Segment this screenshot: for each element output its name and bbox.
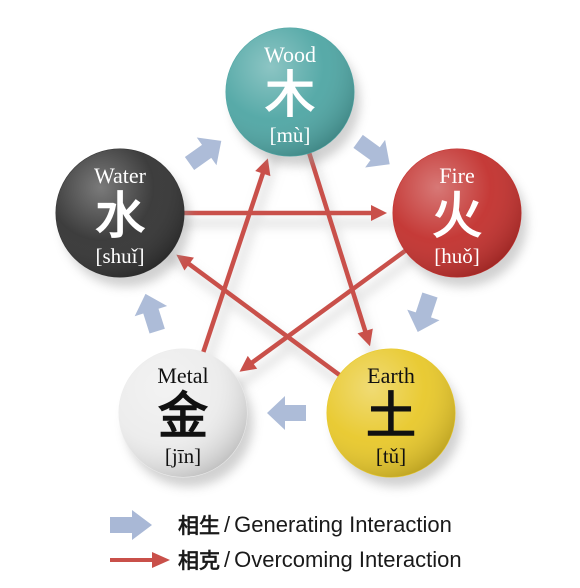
- generating-arrow-icon: [110, 510, 152, 540]
- element-name-water: Water: [94, 163, 147, 188]
- legend-generating-label: Generating Interaction: [234, 512, 452, 537]
- overcoming-arrow-water-fire: [178, 205, 387, 221]
- generating-arrow-metal: [134, 293, 168, 334]
- element-char-earth: 土: [366, 387, 416, 445]
- legend-separator: /: [224, 512, 231, 537]
- element-char-wood: 木: [265, 66, 315, 124]
- overcoming-arrow-metal-wood: [199, 158, 271, 359]
- overcoming-arrow-icon: [110, 552, 170, 568]
- generating-arrow-wood: [353, 134, 390, 168]
- element-pinyin-fire: [huǒ]: [434, 244, 480, 268]
- element-pinyin-wood: [mù]: [270, 123, 311, 147]
- legend-overcoming-zh: 相克: [178, 549, 220, 573]
- legend-overcoming-label: Overcoming Interaction: [234, 547, 462, 572]
- element-name-earth: Earth: [367, 363, 415, 388]
- overcoming-arrow-fire-metal: [239, 245, 412, 372]
- element-pinyin-water: [shuǐ]: [96, 244, 145, 268]
- overcoming-arrows: [176, 146, 412, 381]
- generating-arrows: [134, 134, 440, 430]
- element-name-metal: Metal: [157, 363, 208, 388]
- element-circles: Wood木[mù]Fire火[huǒ]Earth土[tǔ]Metal金[jīn]…: [55, 27, 527, 487]
- legend-overcoming: 相克 / Overcoming Interaction: [110, 545, 550, 575]
- element-char-water: 水: [95, 187, 146, 245]
- overcoming-arrow-wood-earth: [305, 146, 373, 347]
- legend-generating-zh: 相生: [178, 514, 220, 538]
- generating-arrow-earth: [267, 396, 306, 430]
- overcoming-arrow-earth-water: [176, 254, 346, 381]
- generating-arrow-water: [184, 137, 222, 171]
- element-pinyin-earth: [tǔ]: [376, 444, 406, 468]
- element-pinyin-metal: [jīn]: [165, 444, 201, 468]
- element-name-wood: Wood: [264, 42, 316, 67]
- generating-arrow-fire: [407, 292, 440, 332]
- element-char-fire: 火: [432, 187, 482, 245]
- element-char-metal: 金: [158, 387, 209, 445]
- legend-separator: /: [224, 547, 231, 572]
- legend-generating: 相生 / Generating Interaction: [110, 510, 550, 540]
- element-name-fire: Fire: [439, 163, 474, 188]
